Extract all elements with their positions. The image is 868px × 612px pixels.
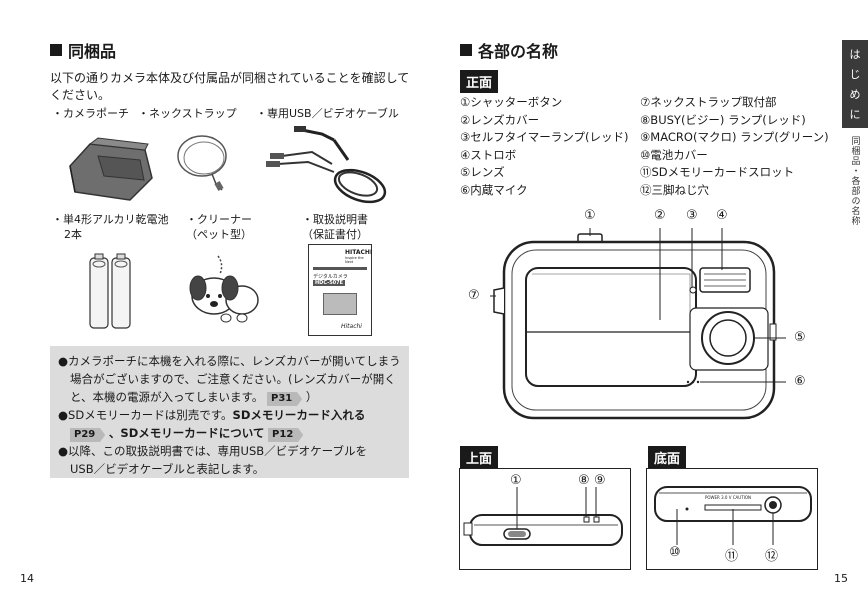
- note-cable-line2: USB／ビデオケーブルと表記します。: [70, 462, 265, 476]
- callout-top-8: ⑧: [578, 473, 590, 488]
- pet-cleaner-illustration: [189, 255, 259, 323]
- lens-inner-ring: [709, 319, 747, 357]
- aaa-batteries-illustration: [89, 253, 131, 329]
- callout-bottom-10: ⑩: [669, 545, 681, 560]
- ref-p12: P12: [268, 428, 304, 442]
- page-number-right: 15: [834, 572, 848, 585]
- parts-list-col1: ①シャッターボタン ②レンズカバー ③セルフタイマーランプ(レッド) ④ストロボ…: [460, 94, 628, 199]
- manual-sign: Hitachi: [341, 323, 362, 330]
- acc-label-usb-cable: ・専用USB／ビデオケーブル: [256, 107, 399, 120]
- strap-mount-shape: [493, 287, 505, 315]
- part-item: ⑧BUSY(ビジー) ランプ(レッド): [640, 112, 806, 127]
- lens-cover-shape: [525, 267, 697, 387]
- manual-header-bar: [313, 267, 367, 270]
- camera-bottom-diagram: [654, 486, 812, 545]
- manual-camera-photo: [323, 293, 357, 315]
- chapter-side-tab: は じ め に 同梱品・各部の名称: [842, 40, 868, 226]
- callout-front-7: ⑦: [468, 288, 480, 303]
- square-bullet-icon: [50, 44, 62, 56]
- callout-bottom-12: ⑫: [765, 549, 779, 564]
- part-item: ⑫三脚ねじ穴: [640, 182, 709, 197]
- callout-top-1: ①: [510, 473, 522, 488]
- acc-label-pouch: ・カメラポーチ: [52, 107, 129, 120]
- part-item: ③セルフタイマーランプ(レッド): [460, 130, 629, 144]
- square-bullet-icon: [460, 44, 472, 56]
- camera-top-diagram: [463, 487, 623, 546]
- part-item: ④ストロボ: [460, 147, 517, 162]
- part-item: ①シャッターボタン: [460, 95, 563, 109]
- right-section-title: 各部の名称: [460, 38, 558, 62]
- notes-box: ●カメラポーチに本機を入れる際に、レンズカバーが開いてしまう 場合がございますの…: [50, 346, 409, 478]
- bottom-view-frame: POWER 3.0 V CAUTION ⑩ ⑪ ⑫: [646, 468, 818, 570]
- callout-front-1: ①: [584, 208, 596, 223]
- note-sd-line2: P29 、SDメモリーカードについて P12: [58, 424, 401, 442]
- parts-list-col2: ⑦ネックストラップ取付部 ⑧BUSY(ビジー) ランプ(レッド) ⑨MACRO(…: [640, 94, 829, 199]
- part-item: ⑦ネックストラップ取付部: [640, 95, 777, 109]
- camera-front-diagram: [490, 228, 786, 420]
- manual-model: HDC-507E: [313, 280, 346, 286]
- manual-subtitle: デジタルカメラ: [313, 274, 348, 280]
- callout-front-6: ⑥: [794, 374, 806, 389]
- part-item: ⑤レンズ: [460, 165, 505, 179]
- contents-intro: 以下の通りカメラ本体及び付属品が同梱されていることを確認して ください。: [50, 71, 410, 102]
- neck-strap-illustration: [177, 135, 227, 191]
- chapter-subtitle: 同梱品・各部の名称: [849, 136, 860, 226]
- part-item: ⑩電池カバー: [640, 147, 708, 162]
- note-pouch-line1: ●カメラポーチに本機を入れる際に、レンズカバーが開いてしまう: [58, 354, 401, 368]
- top-tag: 上面: [460, 446, 499, 469]
- callout-top-9: ⑨: [594, 473, 606, 488]
- bottom-power-label: POWER 3.0 V CAUTION: [705, 495, 751, 500]
- manual-tagline: Inspire the Next: [345, 256, 364, 264]
- chapter-tab-box: は じ め に: [842, 40, 868, 128]
- part-item: ⑥内蔵マイク: [460, 182, 528, 197]
- acc-label-strap: ・ネックストラップ: [138, 107, 237, 120]
- callout-front-5: ⑤: [794, 330, 806, 345]
- manual-brand: HITACHI: [345, 249, 373, 256]
- note-pouch-line3: と、本機の電源が入ってしまいます。 P31 ）: [70, 390, 318, 406]
- usb-video-cable-illustration: [266, 126, 387, 204]
- callout-front-3: ③: [686, 208, 698, 223]
- camera-pouch-illustration: [69, 137, 153, 201]
- note-pouch-line2: 場合がございますので、ご注意ください。(レンズカバーが開く: [70, 372, 396, 386]
- parts-heading: 各部の名称: [478, 42, 559, 61]
- top-view-frame: ① ⑧ ⑨: [459, 468, 631, 570]
- note-cable-line1: ●以降、この取扱説明書では、専用USB／ビデオケーブルを: [58, 444, 367, 458]
- acc-label-manual: ・取扱説明書 （保証書付）: [302, 213, 368, 241]
- ref-p29: P29: [70, 428, 106, 442]
- callout-bottom-11: ⑪: [725, 549, 739, 564]
- front-tag: 正面: [460, 70, 499, 93]
- part-item: ②レンズカバー: [460, 112, 540, 127]
- mic-hole: [696, 380, 700, 384]
- callout-front-4: ④: [716, 208, 728, 223]
- part-item: ⑨MACRO(マクロ) ランプ(グリーン): [640, 130, 829, 144]
- note-sd-line1: ●SDメモリーカードは別売です。SDメモリーカード入れる: [58, 408, 366, 422]
- left-section-title: 同梱品: [50, 38, 116, 62]
- self-timer-lamp-shape: [689, 286, 697, 294]
- acc-label-cleaner: ・クリーナー （ペット型）: [186, 213, 252, 241]
- mic-hole: [686, 380, 690, 384]
- page-number-left: 14: [20, 572, 34, 585]
- callout-front-2: ②: [654, 208, 666, 223]
- instruction-manual-illustration: HITACHI Inspire the Next デジタルカメラ HDC-507…: [308, 244, 372, 336]
- acc-label-batteries: ・単4形アルカリ乾電池 2本: [52, 213, 169, 241]
- bottom-tag: 底面: [648, 446, 687, 469]
- contents-heading: 同梱品: [68, 42, 117, 61]
- part-item: ⑪SDメモリーカードスロット: [640, 165, 795, 179]
- mic-hole: [691, 380, 695, 384]
- ref-p31: P31: [266, 392, 303, 406]
